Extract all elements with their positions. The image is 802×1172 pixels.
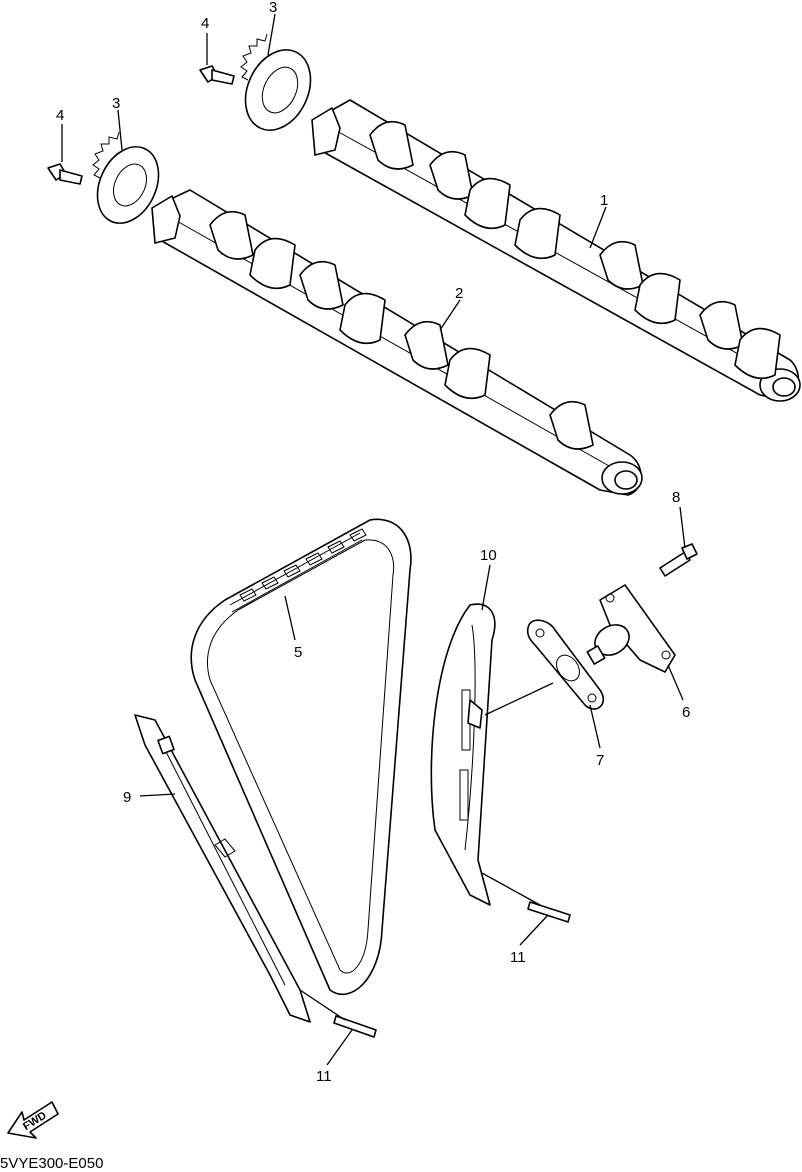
sprocket-bolt-lower	[47, 163, 83, 185]
forward-arrow: FWD	[7, 1101, 59, 1139]
camshaft-exhaust	[311, 99, 801, 402]
guide-pin-left	[333, 1015, 377, 1038]
callout-7: 7	[596, 752, 604, 769]
chain-tensioner	[586, 584, 676, 673]
callout-labels: 1 2 3 3 4 4 5 6 7 8 9 10 11 11	[56, 0, 690, 1085]
chain-guide-exhaust	[134, 714, 311, 1023]
cam-sprocket-upper	[240, 33, 312, 131]
drawing-code: 5VYE300-E050	[0, 1155, 103, 1172]
timing-chain	[190, 518, 412, 996]
callout-6: 6	[682, 704, 690, 721]
callout-1: 1	[600, 192, 608, 209]
sprocket-bolt-upper	[199, 65, 235, 85]
callout-4-upper: 4	[201, 15, 209, 32]
callout-3-lower: 3	[112, 95, 120, 112]
callout-8: 8	[672, 489, 680, 506]
cam-sprocket-lower	[92, 131, 160, 224]
callout-10: 10	[480, 547, 497, 564]
tensioner-gasket	[526, 619, 605, 710]
callout-3-upper: 3	[269, 0, 277, 16]
tensioner-bolt	[659, 543, 698, 577]
guide-pin-right	[527, 901, 571, 923]
callout-11-right: 11	[510, 949, 526, 966]
leader-lines	[61, 13, 686, 1066]
callout-11-left: 11	[316, 1068, 332, 1085]
callout-4-lower: 4	[56, 107, 64, 124]
callout-5: 5	[294, 644, 302, 661]
chain-guide-intake	[430, 603, 496, 906]
callout-2: 2	[455, 285, 463, 302]
camshaft-intake	[151, 189, 643, 496]
callout-9: 9	[123, 789, 131, 806]
